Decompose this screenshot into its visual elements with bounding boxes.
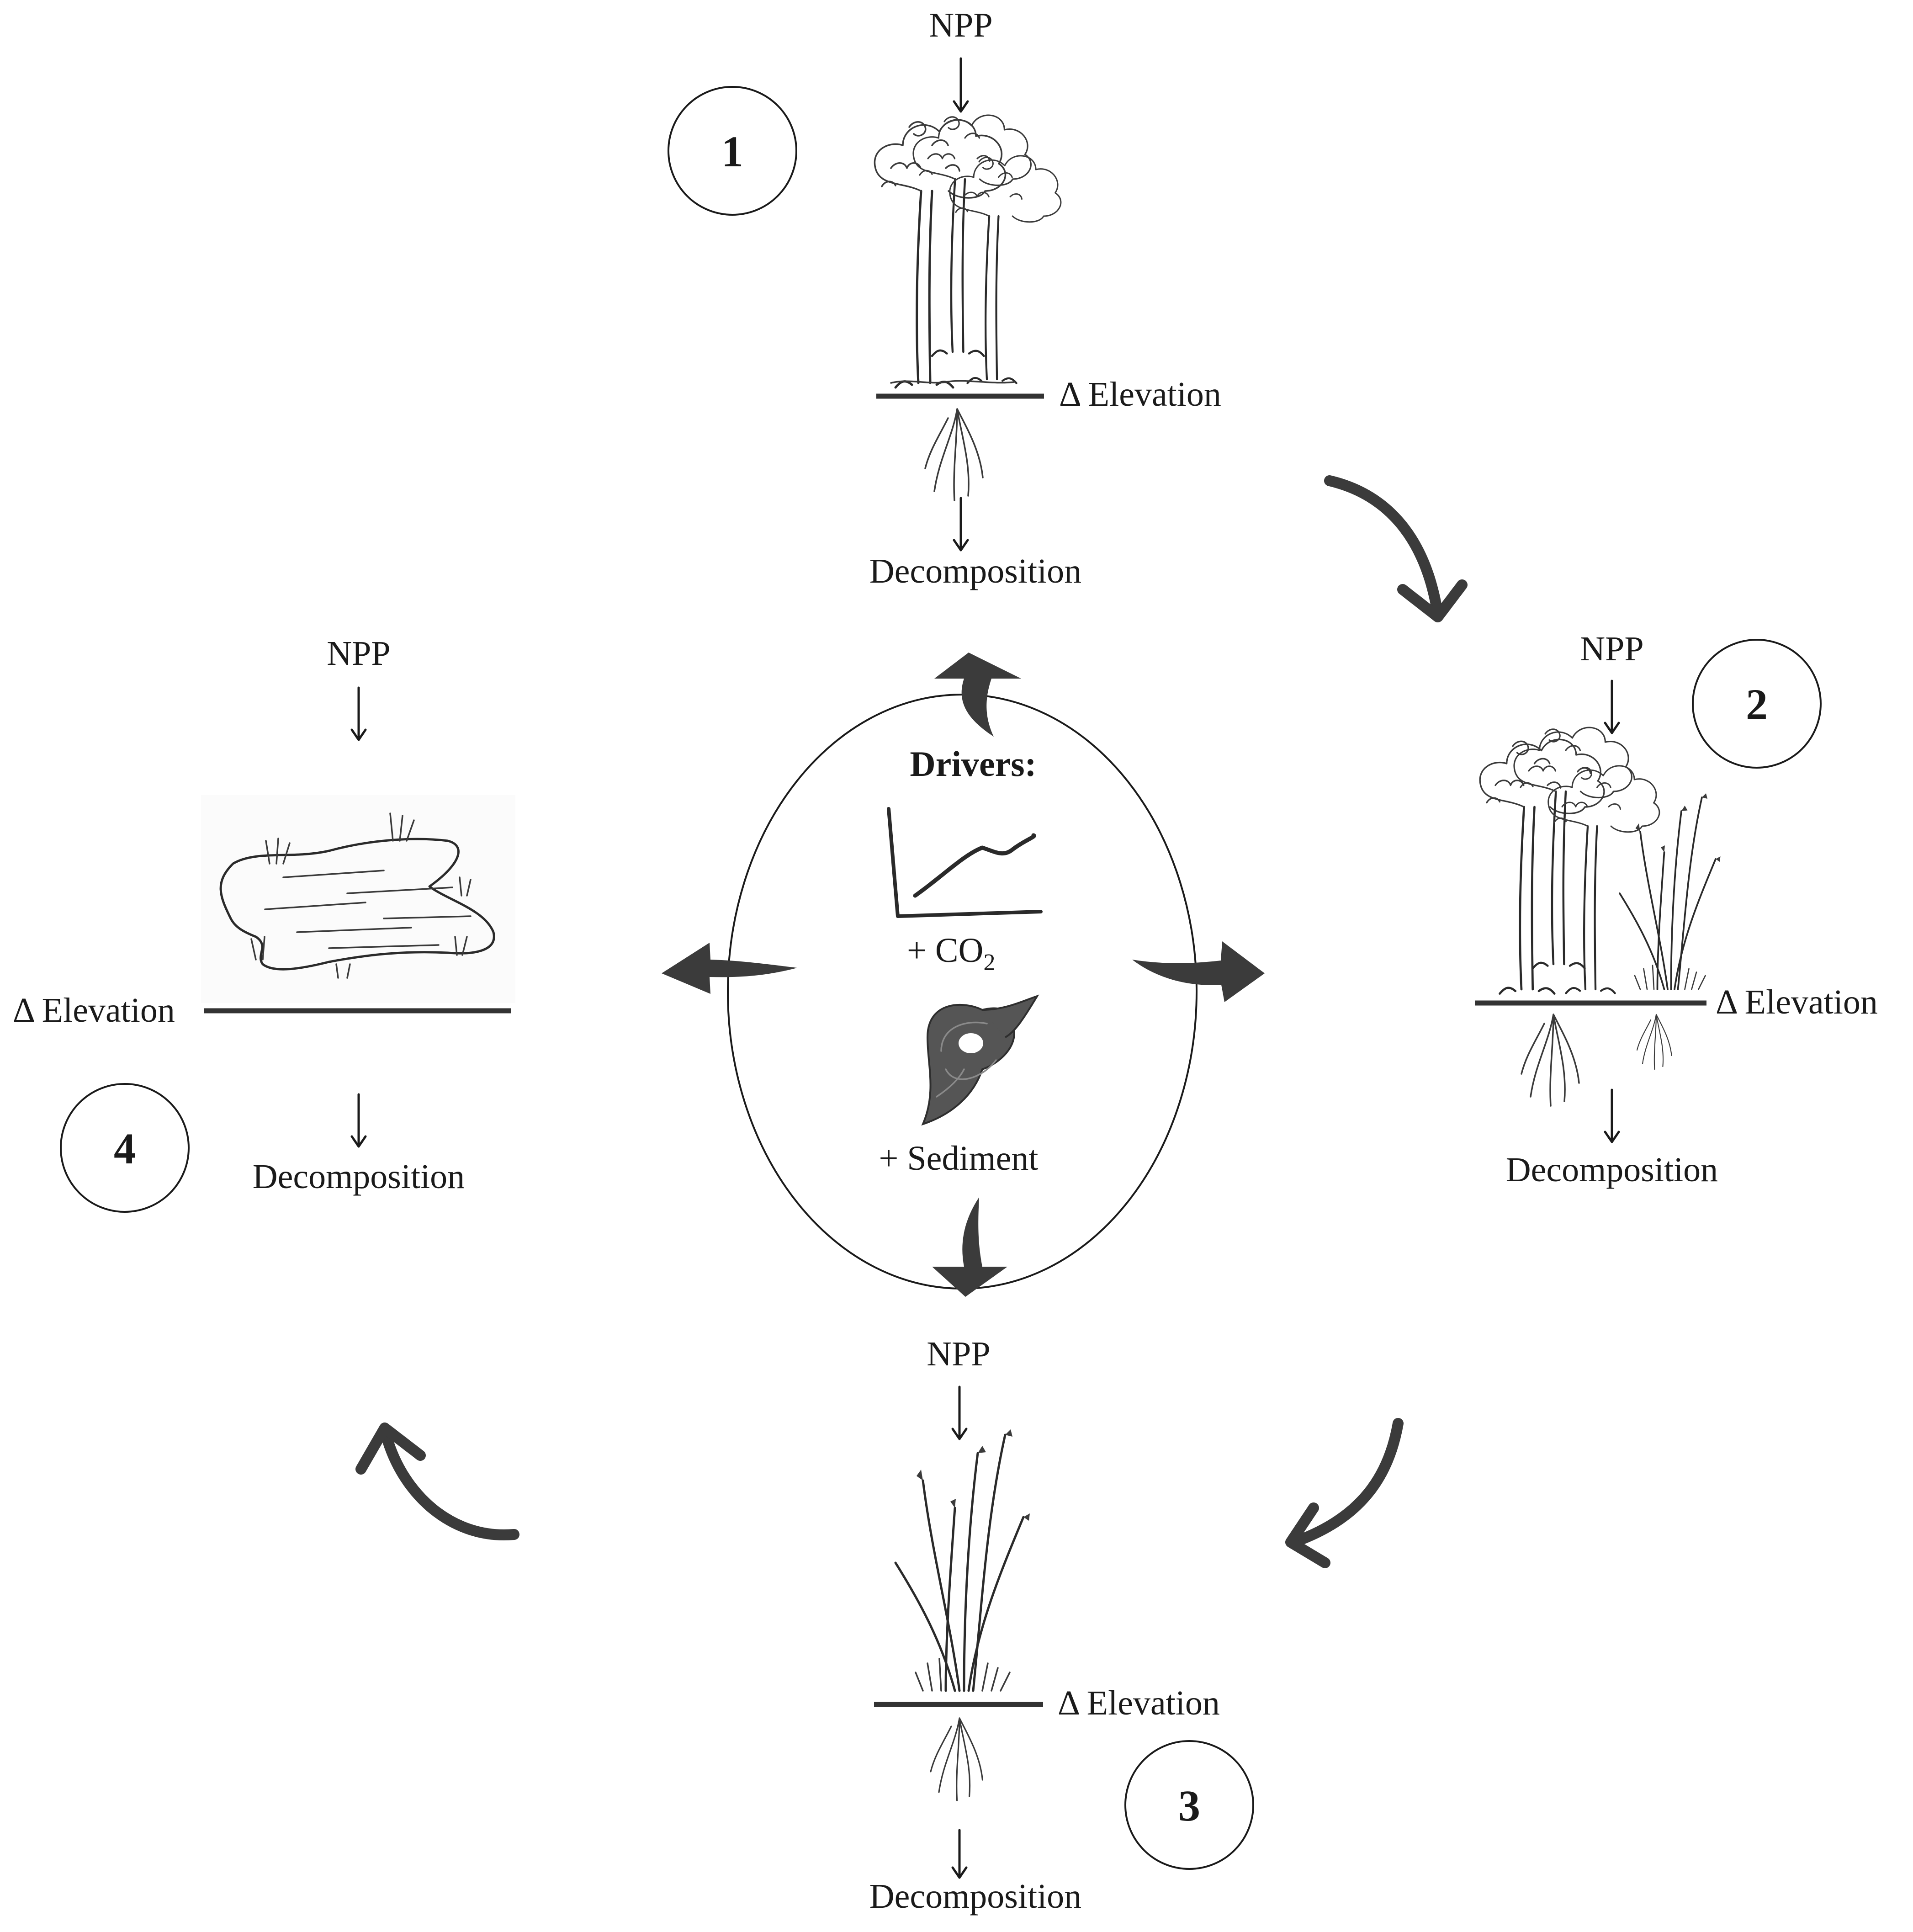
co2-label: + CO bbox=[907, 931, 983, 970]
drivers-panel: Drivers: + CO2 + Sediment bbox=[727, 694, 1198, 1290]
sediment-label: + Sediment bbox=[879, 1139, 1039, 1178]
stage-4: NPP Δ Elevation 4 Decomposition bbox=[13, 634, 515, 1213]
stage-4-number-circle bbox=[60, 1083, 190, 1213]
drivers-ellipse bbox=[727, 694, 1198, 1290]
cycle-arrow-3-to-4 bbox=[355, 1422, 519, 1540]
drivers-title: Drivers: bbox=[910, 744, 1036, 784]
stage-3-npp-label: NPP bbox=[927, 1335, 990, 1373]
rising-line-graph-icon bbox=[887, 807, 1043, 918]
stage-3-decomposition-label: Decomposition bbox=[869, 1877, 1081, 1916]
stage-2: NPP 2 Δ Elevation Decomposition bbox=[1475, 630, 1878, 1189]
stage-1-number-circle bbox=[668, 86, 797, 216]
driver-arrow-down bbox=[932, 1197, 1007, 1297]
cycle-arrow-2-to-3 bbox=[1285, 1418, 1404, 1568]
stage-4-decomposition-arrow bbox=[350, 1135, 367, 1148]
stage-2-elevation-label: Δ Elevation bbox=[1716, 983, 1878, 1021]
stage-4-npp-label: NPP bbox=[327, 634, 390, 673]
stage-3-number: 3 bbox=[1178, 1781, 1200, 1830]
stage-2-number: 2 bbox=[1746, 680, 1768, 729]
stage-3-npp-arrow bbox=[951, 1428, 968, 1440]
stage-3-elevation-label: Δ Elevation bbox=[1058, 1684, 1220, 1722]
stage-1-decomposition-arrow bbox=[953, 539, 969, 552]
open-water-pond-illustration-icon bbox=[201, 795, 515, 1003]
stage-2-number-circle bbox=[1692, 639, 1822, 769]
stage-4-npp-arrow bbox=[350, 728, 367, 741]
driver-arrow-left bbox=[662, 943, 797, 994]
marsh-grass-illustration-icon bbox=[896, 1429, 1030, 1691]
stage-2-npp-label: NPP bbox=[1580, 630, 1643, 668]
co2-subscript: 2 bbox=[983, 950, 995, 976]
stage-4-elevation-label: Δ Elevation bbox=[13, 991, 175, 1030]
stage-3-decomposition-arrow bbox=[951, 1866, 968, 1879]
stage-2-npp-arrow bbox=[1604, 722, 1620, 734]
forest-illustration-icon bbox=[874, 115, 1060, 387]
stage-1-decomposition-label: Decomposition bbox=[869, 552, 1081, 590]
cycle-arrow-1-to-2 bbox=[1324, 475, 1468, 622]
forest-and-marsh-illustration-icon bbox=[1480, 727, 1722, 993]
stage-1-number: 1 bbox=[721, 127, 743, 176]
stage-3: NPP Δ Elevation 3 Decomposition bbox=[869, 1335, 1254, 1916]
stage-3-number-circle bbox=[1124, 1740, 1254, 1870]
svg-text:+ CO2: + CO2 bbox=[907, 931, 995, 976]
stage-4-decomposition-label: Decomposition bbox=[253, 1157, 465, 1196]
stage-1-npp-label: NPP bbox=[929, 6, 992, 44]
driver-arrow-right bbox=[1132, 941, 1265, 1002]
stage-1-roots-icon bbox=[924, 408, 984, 501]
stage-2-grass-roots-icon bbox=[1636, 1014, 1672, 1070]
stage-2-tree-roots-icon bbox=[1521, 1014, 1580, 1107]
stage-2-decomposition-label: Decomposition bbox=[1506, 1151, 1718, 1189]
stage-1-elevation-label: Δ Elevation bbox=[1059, 375, 1221, 414]
hurricane-icon bbox=[921, 994, 1039, 1126]
stage-2-decomposition-arrow bbox=[1604, 1131, 1620, 1143]
stage-3-roots-icon bbox=[930, 1717, 983, 1801]
stage-1: NPP 1 Δ Elevation Decomposition bbox=[668, 6, 1221, 590]
driver-arrow-up bbox=[934, 653, 1021, 737]
stage-4-number: 4 bbox=[114, 1124, 136, 1173]
